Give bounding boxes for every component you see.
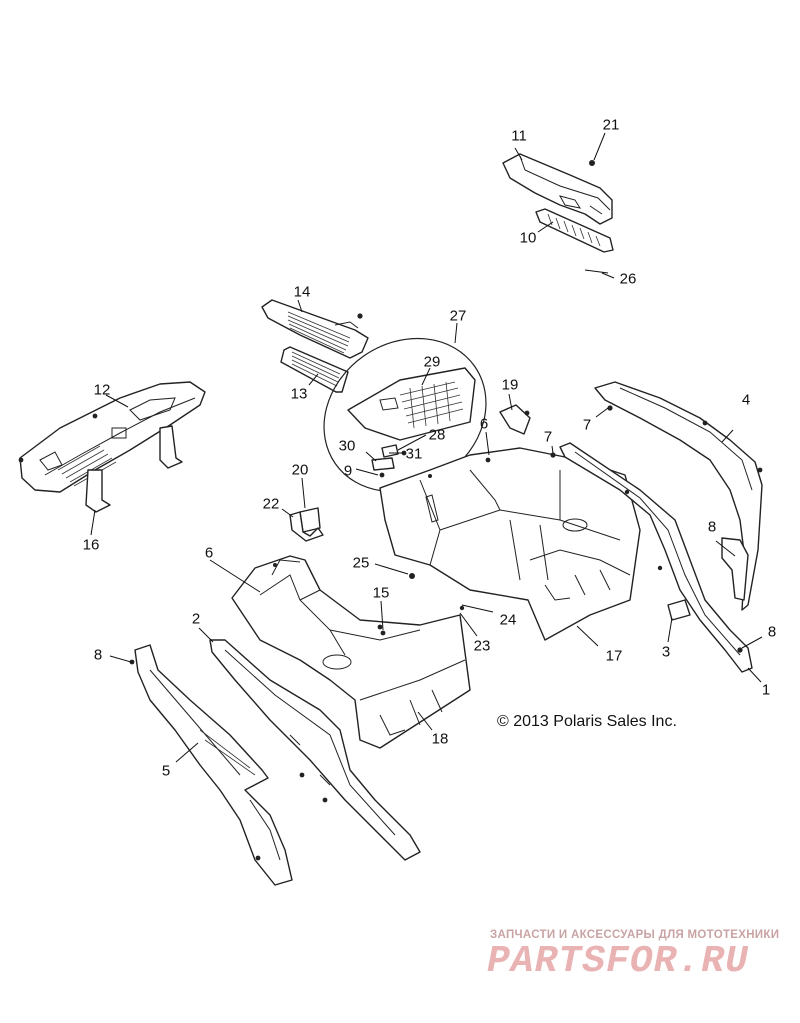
callout-12: 12 bbox=[93, 381, 111, 399]
part-2-side-rail bbox=[209, 639, 421, 861]
part-10-vent bbox=[535, 208, 614, 253]
part-28-latch bbox=[381, 444, 399, 458]
callout-3: 3 bbox=[661, 643, 671, 661]
callout-5: 5 bbox=[161, 762, 171, 780]
part-13-vent-grille bbox=[280, 346, 349, 393]
fasteners bbox=[377, 405, 743, 653]
callout-8-right-lower: 8 bbox=[767, 623, 777, 641]
part-22-clip bbox=[289, 511, 324, 542]
callout-25: 25 bbox=[352, 554, 370, 572]
callout-15: 15 bbox=[372, 584, 390, 602]
callout-23: 23 bbox=[473, 637, 491, 655]
callout-21: 21 bbox=[602, 116, 620, 134]
callout-1: 1 bbox=[761, 681, 771, 699]
callout-16: 16 bbox=[82, 536, 100, 554]
part-1-side-rail bbox=[559, 442, 753, 673]
callout-8-right-upper: 8 bbox=[707, 518, 717, 536]
callout-18: 18 bbox=[431, 730, 449, 748]
callout-27: 27 bbox=[449, 307, 467, 325]
part-19-bracket bbox=[499, 404, 531, 435]
watermark-logo: PARTSFOR.RU bbox=[487, 940, 749, 983]
part-4-side-panel bbox=[594, 381, 763, 611]
callout-20: 20 bbox=[291, 461, 309, 479]
callout-6-left: 6 bbox=[204, 544, 214, 562]
callout-10: 10 bbox=[519, 229, 537, 247]
part-5-side-panel bbox=[129, 644, 293, 886]
callout-14: 14 bbox=[293, 283, 311, 301]
callout-8-left: 8 bbox=[93, 646, 103, 664]
callout-24: 24 bbox=[499, 611, 517, 629]
callout-28: 28 bbox=[428, 426, 446, 444]
part-26-pin bbox=[584, 269, 609, 274]
callout-7-middle: 7 bbox=[543, 428, 553, 446]
callout-11: 11 bbox=[511, 127, 527, 145]
part-9-screw bbox=[379, 472, 385, 478]
callout-19: 19 bbox=[501, 376, 519, 394]
callout-2: 2 bbox=[191, 610, 201, 628]
callout-6-top: 6 bbox=[479, 415, 489, 433]
callout-22: 22 bbox=[262, 495, 280, 513]
copyright-notice: © 2013 Polaris Sales Inc. bbox=[497, 713, 677, 730]
leader-lines bbox=[90, 132, 763, 763]
part-29-storage-panel bbox=[347, 367, 476, 441]
callout-13: 13 bbox=[290, 385, 308, 403]
callout-9: 9 bbox=[343, 462, 353, 480]
watermark-tagline: ЗАПЧАСТИ И АКСЕССУАРЫ ДЛЯ МОТОТЕХНИКИ bbox=[490, 929, 780, 941]
callout-26: 26 bbox=[619, 270, 637, 288]
callout-17: 17 bbox=[605, 647, 623, 665]
callout-30: 30 bbox=[338, 437, 356, 455]
part-16-brackets bbox=[85, 425, 183, 513]
part-14-vent-cover bbox=[261, 299, 369, 359]
part-21-screw bbox=[589, 160, 595, 166]
callout-7-right: 7 bbox=[582, 416, 592, 434]
part-12-front-panel bbox=[18, 381, 206, 493]
part-25-fastener bbox=[409, 573, 415, 579]
callout-31: 31 bbox=[405, 445, 423, 463]
part-17-cargo-box bbox=[379, 447, 641, 641]
part-18-front-tub bbox=[231, 555, 471, 749]
part-30-bracket bbox=[371, 457, 395, 471]
part-11-cover bbox=[502, 153, 613, 225]
part-3-bracket bbox=[667, 599, 691, 621]
callout-29: 29 bbox=[423, 353, 441, 371]
callout-4: 4 bbox=[741, 391, 751, 409]
